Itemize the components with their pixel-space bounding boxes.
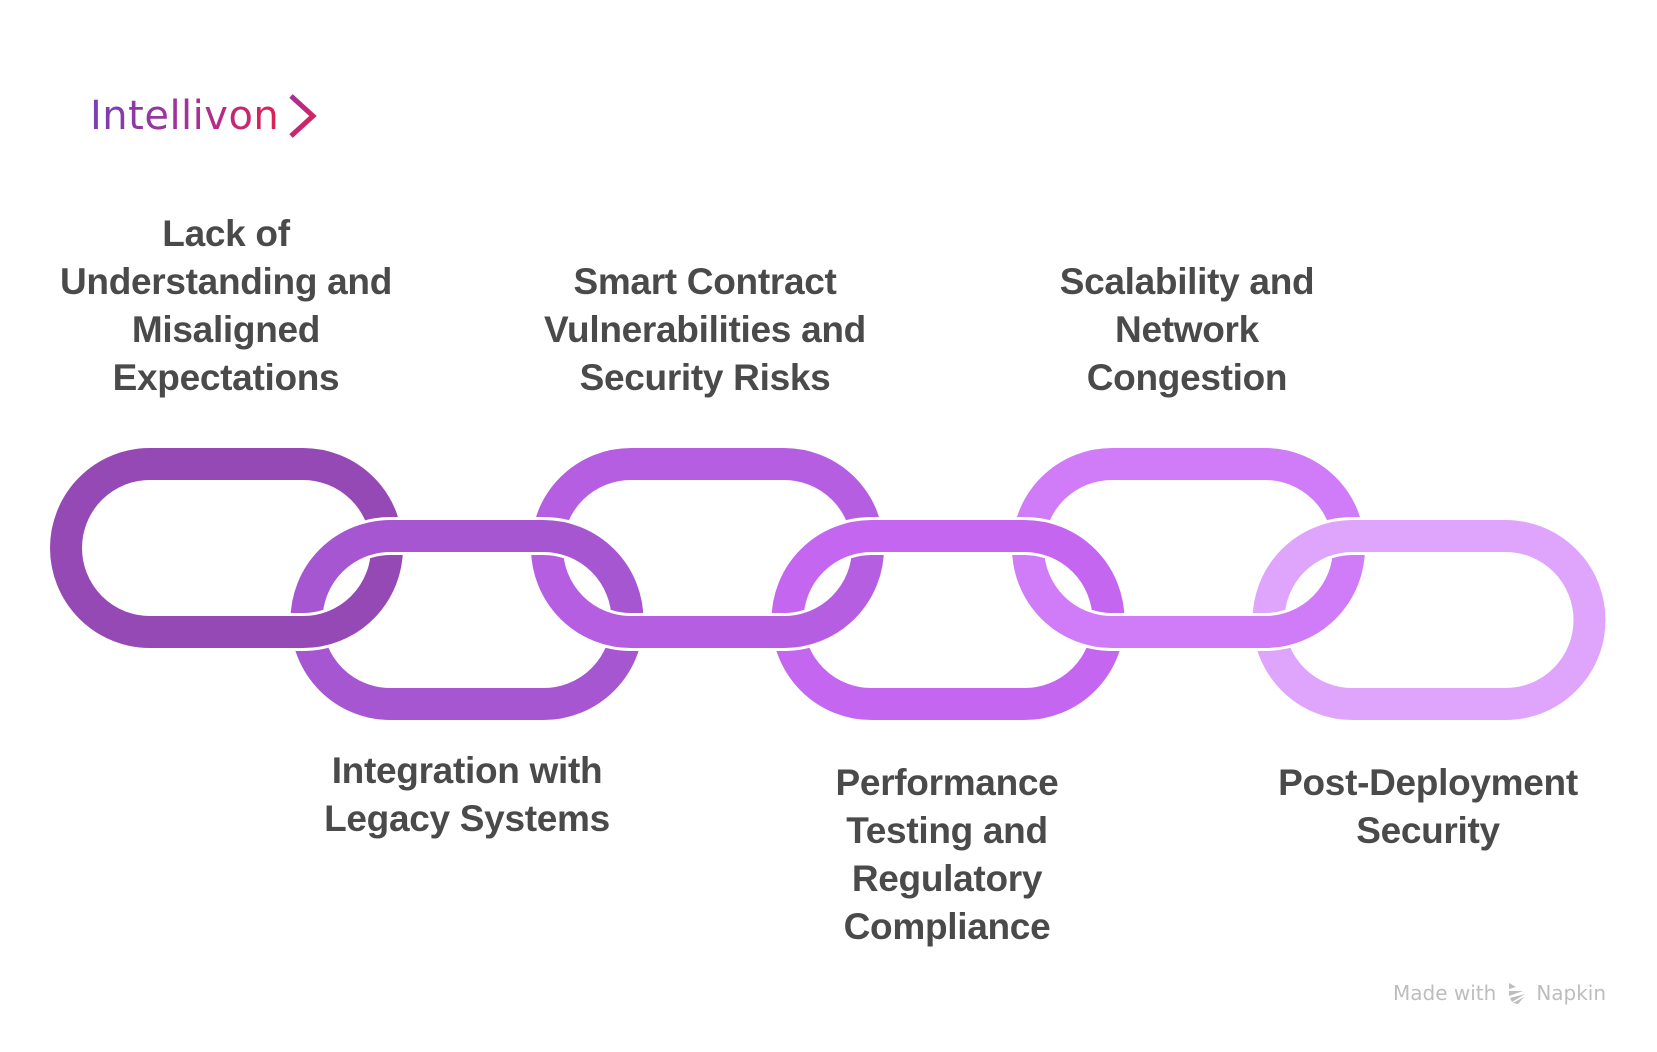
chain-link-4 <box>771 520 1125 720</box>
label-line: Security <box>1356 810 1500 851</box>
chevron-right-icon <box>289 94 317 138</box>
label-line: Lack of <box>162 213 290 254</box>
label-line: Network <box>1115 309 1259 350</box>
label-line: Testing and <box>846 810 1048 851</box>
label-line: Integration with <box>331 750 603 791</box>
label-lack-of-understanding: Lack of Understanding and Misaligned Exp… <box>36 210 416 402</box>
label-smart-contract-vulnerabilities: Smart Contract Vulnerabilities and Secur… <box>515 258 895 402</box>
brand-logo: Intellivon <box>90 88 319 144</box>
brand-name: Intellivon <box>90 93 280 139</box>
label-performance-compliance: Performance Testing and Regulatory Compl… <box>757 759 1137 951</box>
label-line: Smart Contract <box>573 261 837 302</box>
chain-link-2 <box>290 520 644 720</box>
watermark: Made with Napkin <box>1393 981 1606 1005</box>
chain-overlap-over <box>1246 610 1348 651</box>
label-line: Regulatory <box>851 858 1043 899</box>
label-post-deployment-security: Post-Deployment Security <box>1238 759 1618 855</box>
label-line: Vulnerabilities and <box>544 309 866 350</box>
napkin-logo-icon <box>1509 983 1526 1004</box>
watermark-prefix: Made with <box>1393 981 1497 1005</box>
chain-link-6 <box>1252 520 1606 720</box>
label-line: Congestion <box>1086 357 1288 398</box>
label-scalability-congestion: Scalability and Network Congestion <box>997 258 1377 402</box>
label-line: Understanding and <box>59 261 393 302</box>
label-line: Scalability and <box>1059 261 1315 302</box>
label-line: Misaligned <box>131 309 321 350</box>
label-line: Performance <box>835 762 1059 803</box>
label-line: Legacy Systems <box>324 798 610 839</box>
watermark-brand: Napkin <box>1536 981 1607 1005</box>
label-line: Expectations <box>112 357 340 398</box>
label-integration-legacy: Integration with Legacy Systems <box>277 747 657 843</box>
label-line: Post-Deployment <box>1278 762 1578 803</box>
chain-overlap-over <box>284 610 386 651</box>
label-line: Compliance <box>843 906 1051 947</box>
chain-overlap-over <box>765 610 867 651</box>
label-line: Security Risks <box>579 357 831 398</box>
